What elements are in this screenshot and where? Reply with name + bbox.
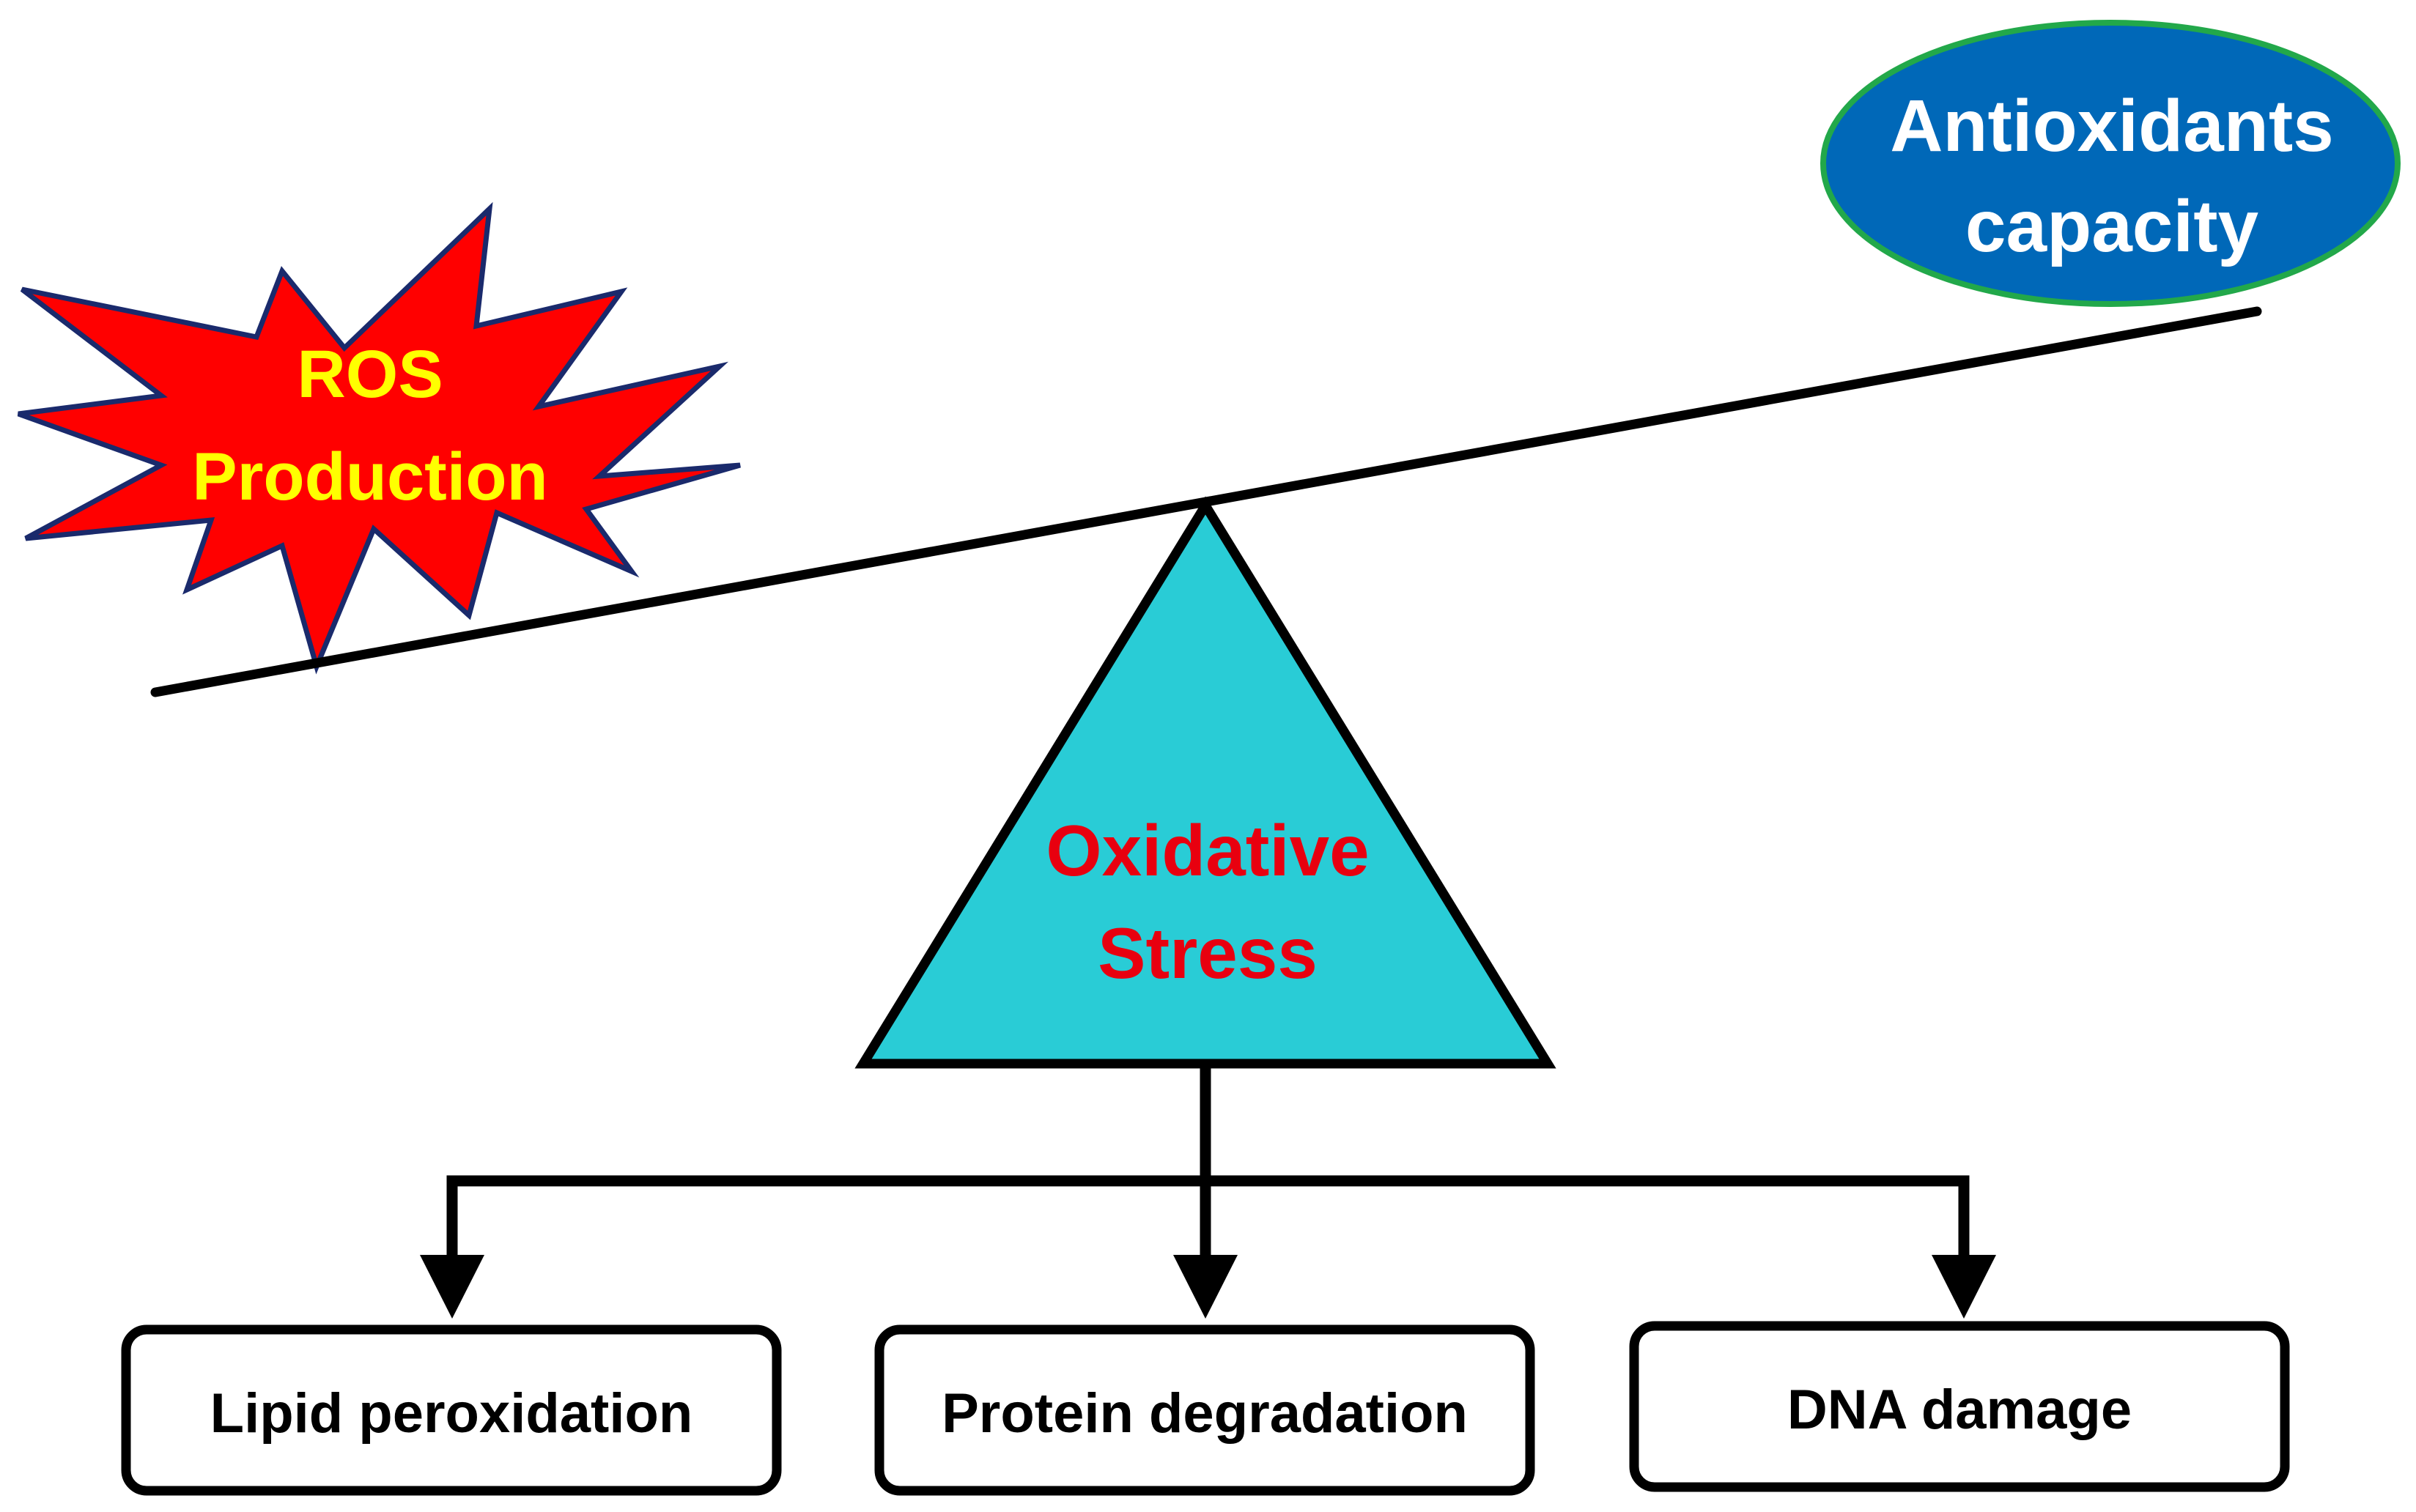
branch-line	[446, 1175, 1970, 1260]
stress-label-line2: Stress	[1098, 913, 1318, 993]
antioxidants-ellipse-shape	[1820, 20, 2401, 307]
oxidative-stress-fulcrum: Oxidative Stress	[854, 496, 1556, 1069]
outcome-connectors	[420, 1064, 1996, 1319]
outcome-box-dna: DNA damage	[1629, 1321, 2290, 1492]
arrowhead-left	[420, 1255, 484, 1319]
antioxidants-label-line1: Antioxidants	[1890, 85, 2334, 167]
ros-label-line2: Production	[192, 440, 548, 514]
outcome-label-protein: Protein degradation	[942, 1382, 1468, 1445]
ros-label-line1: ROS	[297, 337, 443, 412]
outcome-box-dna-frame	[1629, 1321, 2290, 1492]
outcome-box-protein-frame	[874, 1324, 1535, 1496]
ros-starburst: ROS Production	[17, 201, 741, 675]
outcome-label-dna: DNA damage	[1787, 1379, 2132, 1441]
arrowhead-center	[1173, 1255, 1238, 1319]
outcome-box-protein: Protein degradation	[874, 1324, 1535, 1496]
stress-label-line1: Oxidative	[1046, 810, 1369, 891]
outcome-label-lipid: Lipid peroxidation	[210, 1382, 693, 1445]
antioxidants-label-line2: capacity	[1965, 185, 2259, 267]
outcome-box-lipid: Lipid peroxidation	[121, 1324, 782, 1496]
arrowhead-right	[1932, 1255, 1996, 1319]
antioxidants-ellipse: Antioxidants capacity	[1820, 20, 2401, 307]
ros-starburst-shape	[17, 201, 741, 675]
outcome-box-lipid-frame	[121, 1324, 782, 1496]
